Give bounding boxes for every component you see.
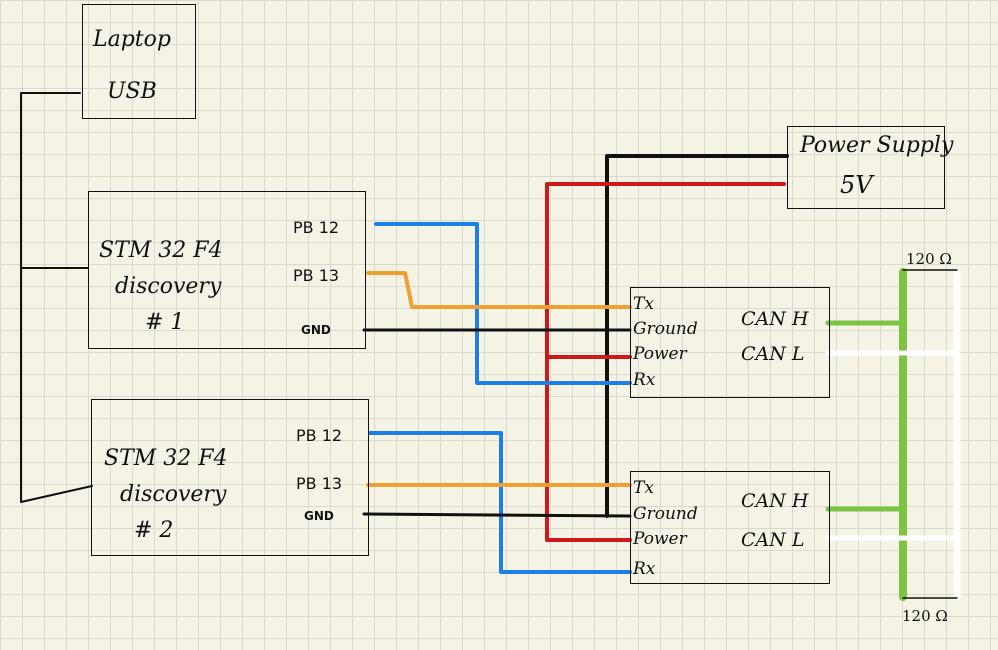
board1-number-label: # 1	[145, 310, 185, 335]
power-supply-box: Power Supply 5V	[787, 126, 953, 209]
board2-pb12-pin: PB 12	[296, 426, 343, 445]
stm32-board-1: STM 32 F4 discovery # 1 PB 12 PB 13 GND	[88, 191, 366, 349]
usb-label: USB	[107, 79, 157, 104]
board1-pb13-pin: PB 13	[293, 266, 340, 285]
transceiver1-tx-label: Tx	[633, 294, 654, 314]
power-supply-ground-wire	[605, 154, 789, 518]
transceiver2-tx-label: Tx	[633, 478, 654, 498]
transceiver1-rx-label: Rx	[633, 370, 656, 390]
board2-gnd-wire	[362, 512, 632, 518]
laptop-label: Laptop	[93, 27, 171, 52]
board2-number-label: # 2	[134, 518, 174, 543]
transceiver1-power-label: Power	[633, 344, 687, 364]
board2-gnd-pin: GND	[304, 509, 334, 523]
board1-gnd-pin: GND	[301, 323, 331, 337]
power-supply-5v-wire	[545, 182, 786, 542]
can-transceiver-2: Tx Ground Power Rx CAN H CAN L	[630, 471, 830, 584]
usb-cable	[20, 92, 93, 503]
transceiver1-ground-label: Ground	[633, 319, 698, 339]
board1-discovery-label: discovery	[115, 274, 222, 299]
transceiver2-ground-label: Ground	[633, 504, 698, 524]
transceiver2-can-h-label: CAN H	[741, 490, 809, 512]
laptop-box: Laptop USB	[82, 4, 196, 119]
transceiver2-can-l-label: CAN L	[741, 529, 805, 551]
stm32-board-2: STM 32 F4 discovery # 2 PB 12 PB 13 GND	[91, 399, 369, 556]
resistor-top-label: 120 Ω	[906, 250, 952, 268]
resistor-bottom-label: 120 Ω	[902, 607, 948, 625]
board2-pb12-wire	[368, 431, 632, 574]
power-supply-voltage: 5V	[840, 171, 873, 199]
board2-model-label: STM 32 F4	[104, 446, 228, 471]
board1-pb12-wire	[374, 222, 632, 385]
transceiver2-rx-label: Rx	[633, 559, 656, 579]
board2-discovery-label: discovery	[120, 482, 227, 507]
board2-pb13-pin: PB 13	[296, 474, 343, 493]
transceiver1-can-l-label: CAN L	[741, 343, 805, 365]
transceiver1-can-h-label: CAN H	[741, 308, 809, 330]
transceiver2-power-label: Power	[633, 529, 687, 549]
board1-model-label: STM 32 F4	[99, 238, 223, 263]
can-transceiver-1: Tx Ground Power Rx CAN H CAN L	[630, 287, 830, 398]
power-supply-label: Power Supply	[800, 133, 954, 158]
board1-pb12-pin: PB 12	[293, 218, 340, 237]
board1-pb13-wire	[366, 271, 632, 309]
